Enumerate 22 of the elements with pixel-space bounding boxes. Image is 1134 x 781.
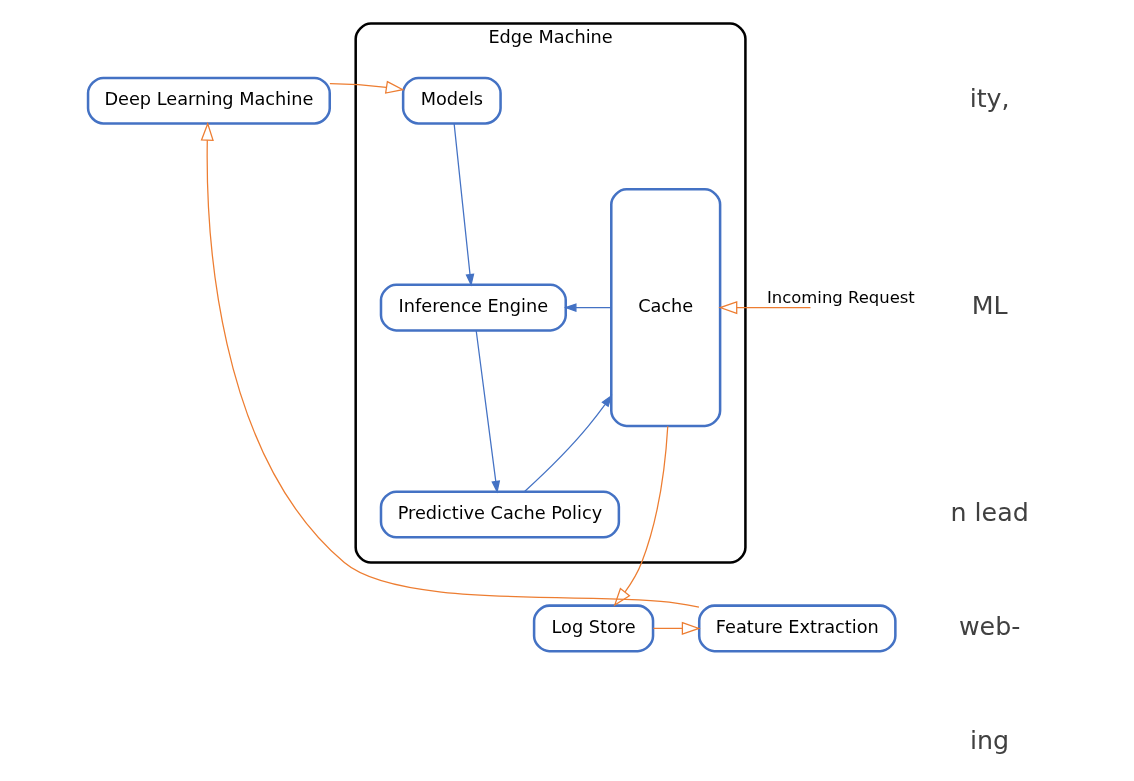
label: n lead xyxy=(950,497,1029,527)
arrow xyxy=(652,621,701,636)
label: ity, xyxy=(969,84,1010,114)
arrow xyxy=(475,330,501,494)
node-box: Deep Learning Machine xyxy=(86,76,331,125)
node-box: Feature Extraction xyxy=(697,604,897,653)
label: ML xyxy=(971,290,1008,320)
arrow xyxy=(718,300,812,315)
arrow xyxy=(613,425,669,607)
label: web- xyxy=(958,611,1021,641)
node-box: Cache xyxy=(610,188,722,428)
arrow xyxy=(563,303,612,313)
label: ing xyxy=(970,725,1010,755)
node-box: Inference Engine xyxy=(379,283,567,332)
arrow xyxy=(524,394,613,493)
node-box: Log Store xyxy=(532,604,655,653)
node-box: Models xyxy=(401,76,502,125)
edge-label: Incoming Request xyxy=(767,288,915,308)
arrow xyxy=(453,123,475,287)
arrow xyxy=(200,121,700,608)
node-box: Predictive Cache Policy xyxy=(379,490,621,539)
arrow xyxy=(329,80,405,94)
